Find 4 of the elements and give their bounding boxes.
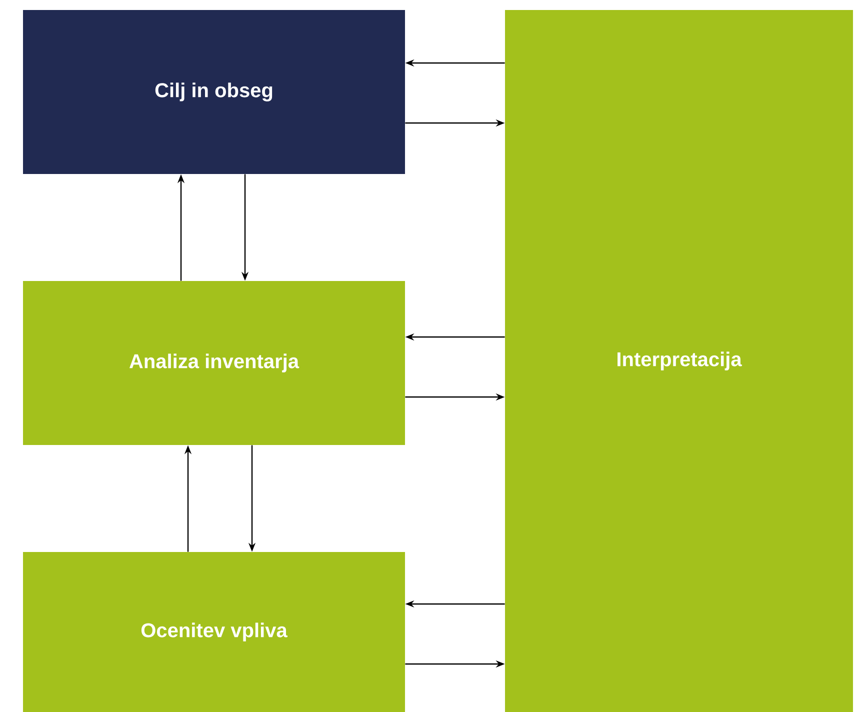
process-box: Analiza inventarja	[23, 281, 405, 445]
process-box: Interpretacija	[505, 10, 853, 712]
process-box: Ocenitev vpliva	[23, 552, 405, 712]
process-box: Cilj in obseg	[23, 10, 405, 174]
